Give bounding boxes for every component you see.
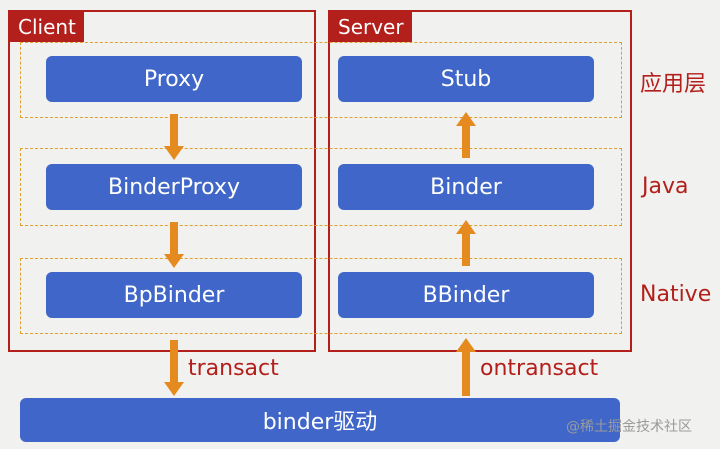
watermark: @稀土掘金技术社区 [566, 419, 692, 435]
transact-label: transact [188, 356, 279, 381]
layer-label-app: 应用层 [640, 72, 707, 97]
binder-proxy-box: BinderProxy [46, 164, 302, 210]
client-frame [8, 10, 316, 352]
bbinder-box: BBinder [338, 272, 594, 318]
ontransact-label: ontransact [480, 356, 599, 381]
layer-band-native [20, 258, 622, 334]
client-label: Client [10, 12, 84, 42]
layer-band-java [20, 148, 622, 226]
layer-label-native: Native [640, 282, 712, 307]
server-label: Server [330, 12, 412, 42]
binder-driver-bar: binder驱动 [20, 398, 620, 442]
arrow-down-binderproxy-to-bpbinder [164, 222, 184, 268]
arrow-up-bbinder-to-binder [456, 220, 476, 266]
stub-box: Stub [338, 56, 594, 102]
layer-label-java: Java [642, 174, 689, 199]
proxy-box: Proxy [46, 56, 302, 102]
arrow-down-bpbinder-to-driver [164, 340, 184, 396]
server-frame [328, 10, 632, 352]
binder-box: Binder [338, 164, 594, 210]
arrow-up-driver-to-bbinder [456, 338, 476, 396]
arrow-up-binder-to-stub [456, 112, 476, 158]
bp-binder-box: BpBinder [46, 272, 302, 318]
arrow-down-proxy-to-binderproxy [164, 114, 184, 160]
layer-band-app [20, 42, 622, 118]
